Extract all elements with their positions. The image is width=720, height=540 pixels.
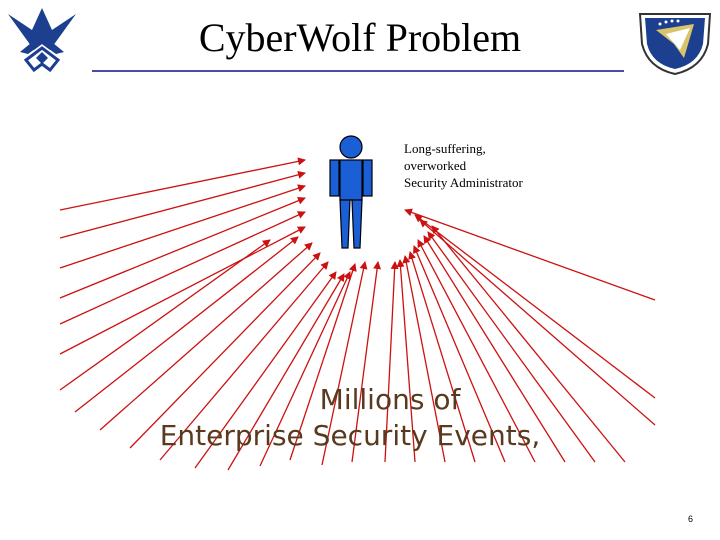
event-arrow	[423, 235, 566, 463]
event-arrow	[419, 219, 656, 426]
event-arrow	[59, 184, 306, 269]
command-shield-logo-icon	[638, 13, 712, 76]
title-underline	[92, 70, 624, 72]
caption-line-2: overworked	[404, 158, 467, 173]
event-arrow	[404, 208, 656, 301]
event-arrow	[417, 239, 536, 463]
page-title: CyberWolf Problem	[198, 15, 522, 60]
caption-line-3: Security Administrator	[404, 175, 523, 190]
administrator-figure-icon	[329, 135, 373, 249]
event-arrow	[384, 261, 399, 463]
event-arrow	[129, 252, 321, 449]
event-arrow	[59, 239, 271, 391]
caption-line-1: Long-suffering,	[404, 141, 486, 156]
event-arrow	[74, 236, 299, 413]
event-arrow	[59, 170, 306, 239]
event-arrow	[396, 259, 416, 463]
events-line-2: Enterprise Security Events,	[159, 419, 541, 452]
event-arrow	[427, 231, 596, 463]
events-line-1: Millions of	[319, 383, 461, 416]
events-label: Millions of Enterprise Security Events,	[0, 382, 720, 454]
event-arrow	[99, 242, 313, 431]
event-arrow	[227, 273, 345, 471]
event-arrow	[59, 196, 306, 299]
event-arrow	[194, 271, 337, 469]
event-arrow	[59, 157, 306, 211]
air-force-logo-icon	[8, 8, 76, 73]
event-arrow	[59, 211, 306, 325]
event-arrow	[259, 271, 351, 467]
event-arrow	[289, 263, 357, 461]
event-arrow	[402, 255, 446, 463]
event-arrow	[431, 225, 626, 463]
event-arrow	[413, 245, 506, 463]
event-arrow	[351, 261, 382, 463]
event-arrow	[408, 251, 476, 463]
administrator-caption: Long-suffering, overworked Security Admi…	[404, 140, 523, 191]
event-arrow	[414, 214, 656, 399]
page-number: 6	[688, 514, 694, 524]
event-arrow	[59, 226, 306, 355]
event-arrow	[321, 261, 368, 466]
event-arrow	[159, 261, 329, 461]
